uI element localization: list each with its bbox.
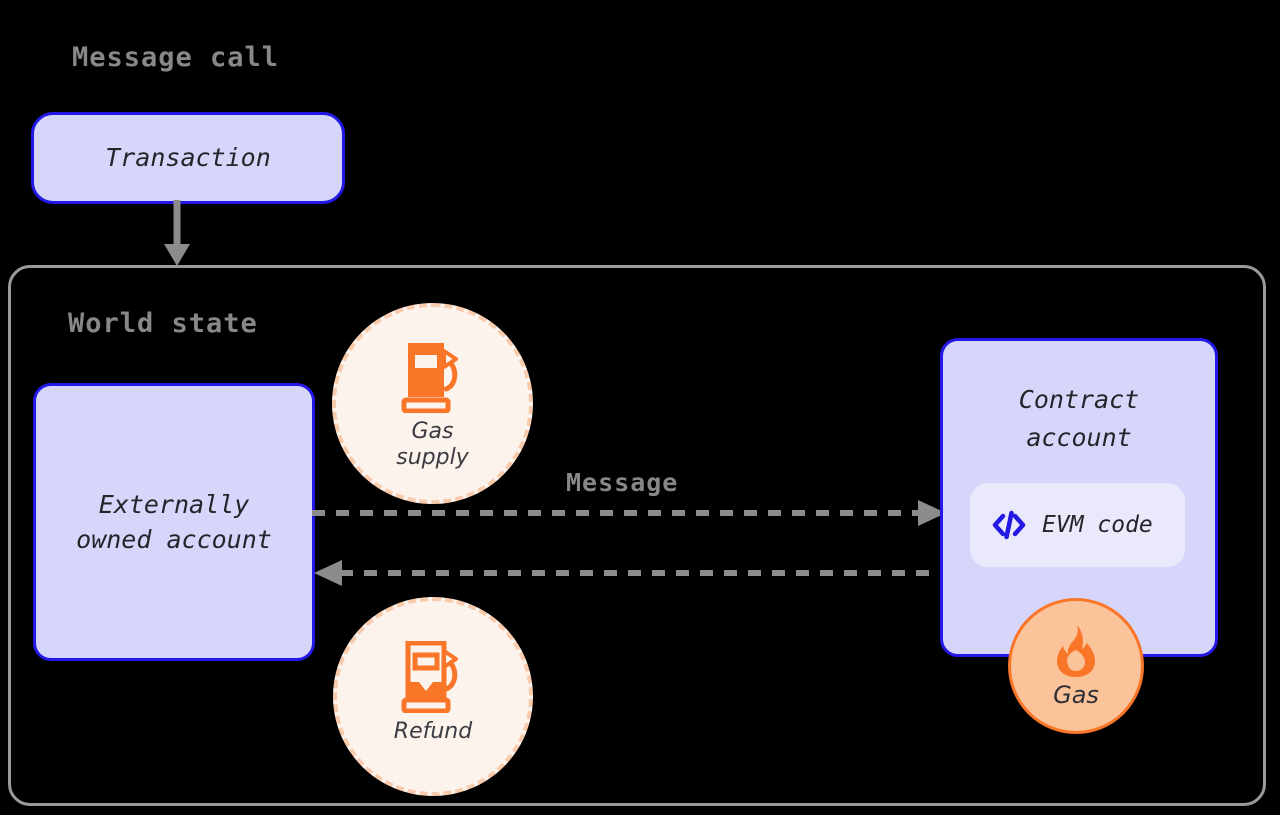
gas-pump-partial-icon bbox=[401, 641, 458, 713]
transaction-label: Transaction bbox=[105, 143, 271, 173]
eoa-label: Externally owned account bbox=[76, 489, 272, 555]
gas-supply-label: Gas supply bbox=[396, 419, 469, 470]
arrow-eoa-to-contract bbox=[312, 500, 946, 526]
refund-label: Refund bbox=[393, 719, 473, 744]
gas-pump-full-icon bbox=[401, 343, 458, 413]
gas-supply-badge: Gas supply bbox=[332, 303, 533, 504]
code-brackets-icon bbox=[992, 510, 1026, 540]
page-title: Message call bbox=[72, 42, 280, 73]
arrow-transaction-to-world-state bbox=[164, 200, 190, 266]
contract-account-label: Contract account bbox=[1018, 385, 1140, 452]
evm-code-label: EVM code bbox=[1042, 512, 1153, 538]
evm-code-chip[interactable]: EVM code bbox=[970, 483, 1185, 567]
flame-icon bbox=[1057, 625, 1095, 677]
externally-owned-account-node[interactable]: Externally owned account bbox=[33, 383, 315, 661]
gas-flame-badge: Gas bbox=[1008, 598, 1144, 734]
message-arrow-label: Message bbox=[566, 468, 679, 497]
gas-flame-label: Gas bbox=[1053, 681, 1099, 709]
arrow-contract-to-eoa bbox=[314, 560, 948, 586]
world-state-container bbox=[8, 265, 1266, 806]
world-state-label: World state bbox=[68, 308, 258, 339]
transaction-node[interactable]: Transaction bbox=[31, 112, 345, 204]
refund-badge: Refund bbox=[333, 597, 533, 796]
